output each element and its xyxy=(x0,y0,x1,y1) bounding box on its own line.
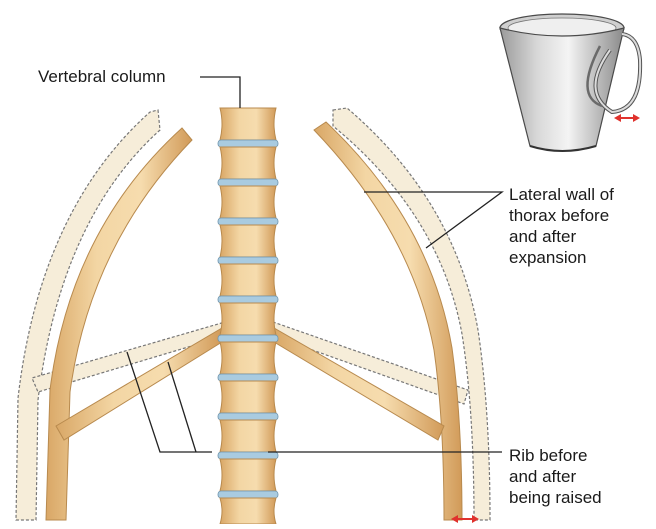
intervertebral-disc xyxy=(218,413,278,420)
lateral-wall-label-line: and after xyxy=(509,226,614,247)
intervertebral-disc xyxy=(218,257,278,264)
vertebra xyxy=(220,225,276,257)
lateral-wall-label-line: thorax before xyxy=(509,205,614,226)
rib-label-line: and after xyxy=(509,466,602,487)
intervertebral-disc xyxy=(218,218,278,225)
vertebral-column-label: Vertebral column xyxy=(38,66,166,87)
lateral-wall-after-left xyxy=(16,110,160,520)
rib-label-line: Rib before xyxy=(509,445,602,466)
lateral-wall-before-left xyxy=(46,128,192,520)
vertebra xyxy=(220,186,276,218)
vertebral-column xyxy=(218,108,278,524)
vertebra xyxy=(220,498,276,524)
lateral-wall-label-line: Lateral wall of xyxy=(509,184,614,205)
intervertebral-disc xyxy=(218,335,278,342)
lateral-wall-label-line: expansion xyxy=(509,247,614,268)
vertebra xyxy=(220,108,276,140)
intervertebral-disc xyxy=(218,179,278,186)
vertebra xyxy=(220,303,276,335)
vertebra xyxy=(220,459,276,491)
intervertebral-disc xyxy=(218,491,278,498)
rib-label: Rib before and after being raised xyxy=(509,445,602,508)
vertebral-column-label-text: Vertebral column xyxy=(38,66,166,87)
rib-before-left xyxy=(56,328,222,440)
lateral-wall-label: Lateral wall of thorax before and after … xyxy=(509,184,614,268)
intervertebral-disc xyxy=(218,452,278,459)
vertebra xyxy=(220,147,276,179)
intervertebral-disc xyxy=(218,296,278,303)
rib-label-line: being raised xyxy=(509,487,602,508)
intervertebral-disc xyxy=(218,140,278,147)
vertebra xyxy=(220,420,276,452)
bucket-handle-icon xyxy=(500,14,640,151)
vertebra xyxy=(220,342,276,374)
vertebra xyxy=(220,264,276,296)
lateral-wall-before-right xyxy=(314,122,462,520)
intervertebral-disc xyxy=(218,374,278,381)
vertebra xyxy=(220,381,276,413)
double-headed-arrow-icon xyxy=(614,114,640,122)
